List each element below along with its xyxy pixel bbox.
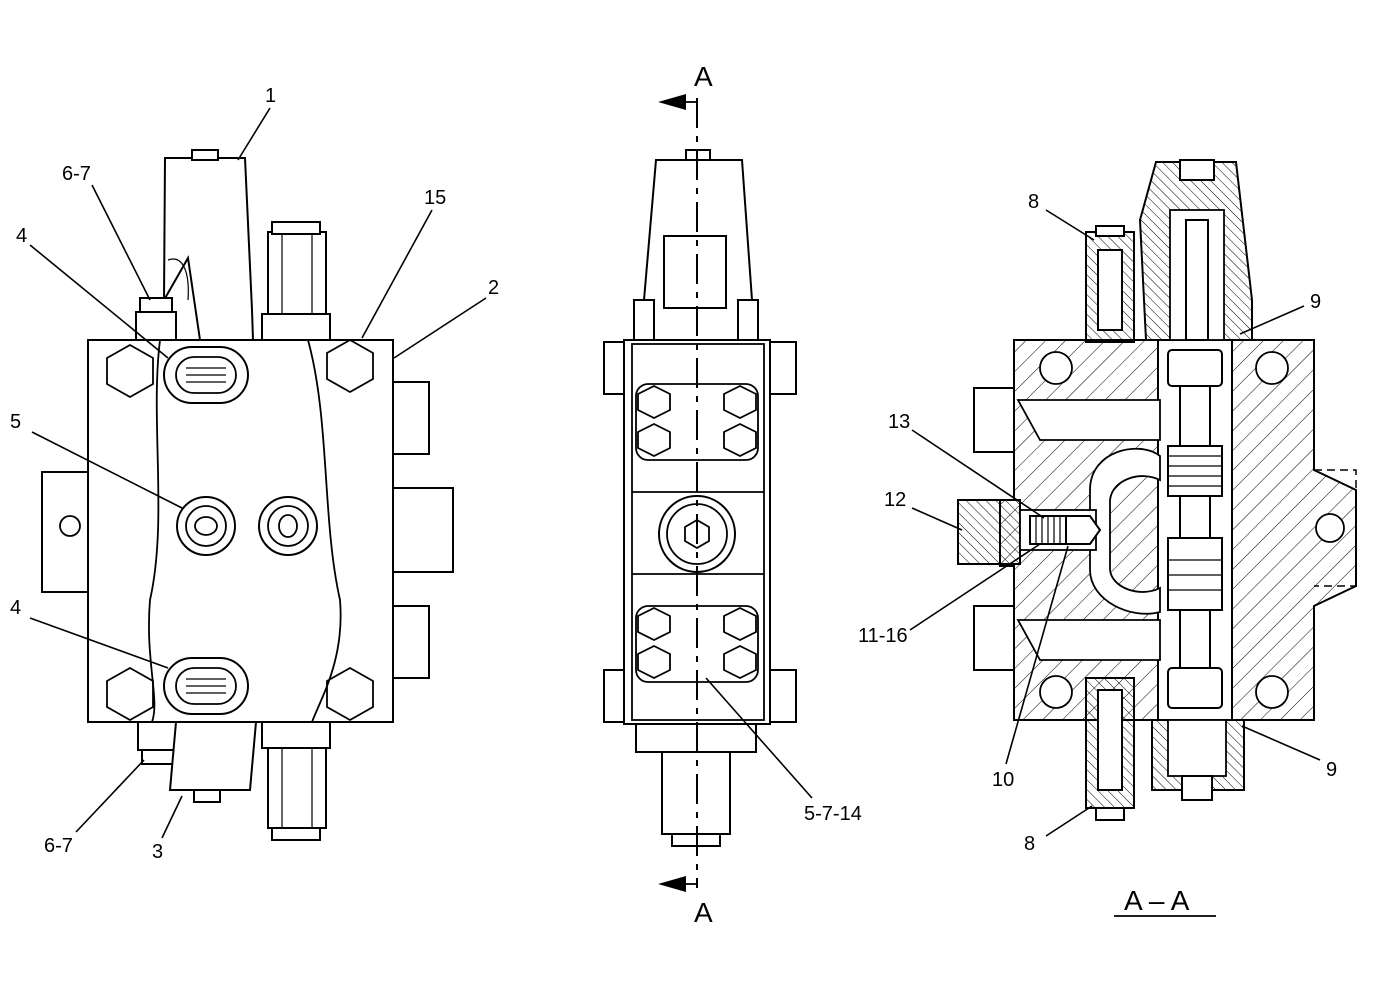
- hex-bolt-tl: [106, 343, 154, 399]
- leader-5: [31, 431, 183, 509]
- side-relief-top: [663, 235, 727, 309]
- callout-8-top: 8: [1028, 191, 1039, 213]
- stud-br: [769, 669, 797, 723]
- left-side-boss: [41, 471, 91, 593]
- section-side-plug-lower: [973, 605, 1015, 671]
- bottom-cap-3: [168, 721, 258, 791]
- leader-4-top: [29, 244, 169, 359]
- leader-8-bottom: [1045, 805, 1093, 837]
- side-view: A A 5-7-14: [603, 61, 862, 928]
- leader-12: [911, 507, 963, 531]
- valve-body: [87, 339, 394, 723]
- plug-5-right-inner: [267, 505, 309, 547]
- callout-4-bottom: 4: [10, 597, 21, 619]
- hex-bolt-bl: [106, 666, 154, 722]
- side-port-upper: [392, 381, 430, 455]
- section-label-top: A: [694, 61, 713, 92]
- callout-1: 1: [265, 85, 276, 107]
- leader-2: [393, 297, 487, 359]
- top-cap: [162, 157, 255, 341]
- check-plug-12: [957, 499, 1021, 565]
- callout-3: 3: [152, 841, 163, 863]
- leader-10: [1005, 545, 1069, 765]
- check-poppet: [1065, 515, 1102, 545]
- leader-8-top: [1045, 209, 1095, 241]
- leader-6-7-bottom: [75, 759, 145, 833]
- callout-11-16: 11-16: [858, 625, 908, 647]
- port-4-bottom-inner: [175, 667, 237, 705]
- leader-13: [911, 429, 1045, 519]
- hex-bolt-tr: [326, 338, 374, 394]
- leader-9-bottom: [1241, 725, 1321, 761]
- relief-valve-bottom: [267, 747, 327, 829]
- section-side-plug-upper: [973, 387, 1015, 453]
- leader-15: [361, 209, 433, 339]
- spool-bore-edge-right: [307, 339, 342, 723]
- cap-curve: [167, 258, 189, 301]
- section-view: 8 9 13 12 11-16 10 8 9 A – A: [858, 159, 1357, 917]
- mount-bolt-bottom: [141, 749, 175, 765]
- callout-13: 13: [888, 411, 910, 433]
- bottom-cap-bolt: [193, 789, 221, 803]
- relief-valve-top-base: [261, 313, 331, 341]
- boss-hole: [59, 515, 81, 537]
- relief-valve-top-cap: [271, 221, 321, 235]
- callout-5-7-14: 5-7-14: [804, 803, 862, 825]
- callout-9-top: 9: [1310, 291, 1321, 313]
- callout-8-bottom: 8: [1024, 833, 1035, 855]
- leader-9-top: [1239, 305, 1305, 335]
- leader-6-7-top: [91, 184, 151, 301]
- leader-4-bottom: [29, 617, 169, 669]
- section-arrow-bottom: [658, 876, 686, 892]
- leader-5-7-14: [705, 677, 813, 799]
- leader-3: [161, 795, 183, 839]
- internal-passage: [1089, 447, 1161, 615]
- plug-5-left-inner: [185, 505, 227, 547]
- callout-10: 10: [992, 769, 1014, 791]
- port-4-top-inner: [175, 356, 237, 394]
- spool-land-1: [1167, 349, 1223, 387]
- callout-9-bottom: 9: [1326, 759, 1337, 781]
- relief-valve-bottom-base: [261, 721, 331, 749]
- relief-valve-top: [267, 231, 327, 315]
- spool-land-3: [1167, 537, 1223, 611]
- relief-valve-bottom-cap: [271, 827, 321, 841]
- callout-6-7-top: 6-7: [62, 163, 91, 185]
- mount-washer-top: [135, 311, 177, 341]
- callout-4-top: 4: [16, 225, 27, 247]
- section-label-bottom: A: [694, 897, 713, 928]
- section-title: A – A: [1124, 885, 1190, 916]
- hex-bolt-br: [326, 666, 374, 722]
- front-view: 1 6-7 15 4 2 5 4 6-7 3: [10, 85, 499, 863]
- callout-12: 12: [884, 489, 906, 511]
- leader-1: [237, 107, 271, 161]
- callout-6-7-bottom: 6-7: [44, 835, 73, 857]
- stud-tr: [769, 341, 797, 395]
- cap-bolt: [191, 149, 219, 161]
- callout-15: 15: [424, 187, 446, 209]
- spool-land-2: [1167, 445, 1223, 497]
- callout-5: 5: [10, 411, 21, 433]
- spool-land-4: [1167, 667, 1223, 709]
- mount-bolt-top: [139, 297, 173, 313]
- callout-2: 2: [488, 277, 499, 299]
- leader-11-16: [909, 543, 1041, 631]
- side-port-middle: [392, 487, 454, 573]
- side-port-lower: [392, 605, 430, 679]
- section-arrow-top: [658, 94, 686, 110]
